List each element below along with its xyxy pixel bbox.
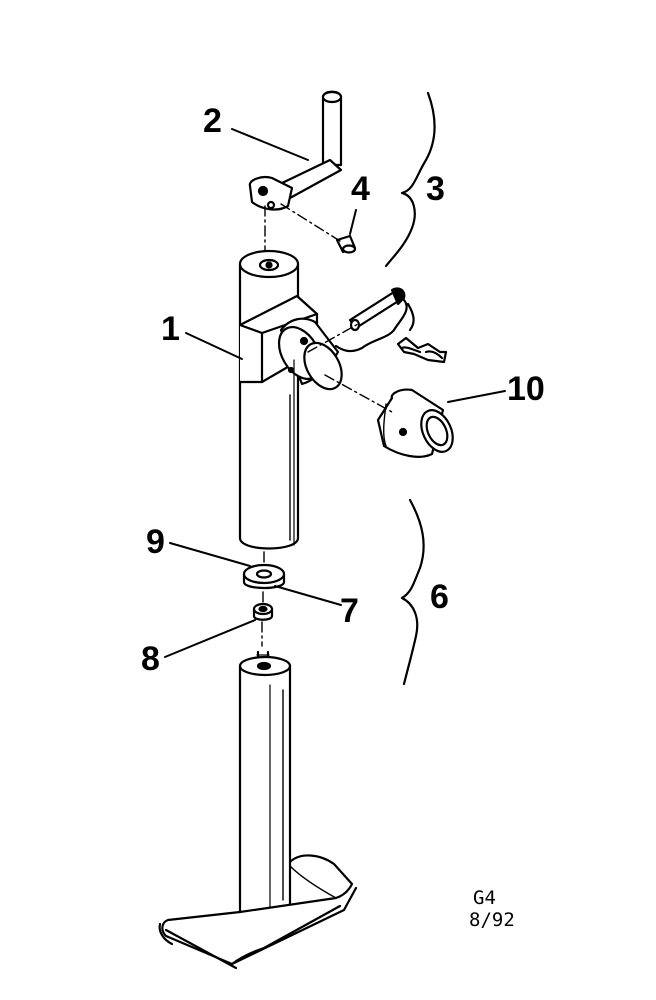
jack-upper-tube-part bbox=[238, 249, 343, 550]
callout-3: 3 bbox=[426, 170, 445, 208]
callout-1: 1 bbox=[161, 310, 180, 348]
nut-part bbox=[252, 602, 274, 621]
drawing-date-label: 8/92 bbox=[469, 909, 515, 931]
callout-4: 4 bbox=[351, 170, 370, 208]
callout-10: 10 bbox=[507, 370, 545, 408]
foot-plate-part bbox=[158, 854, 358, 970]
leader-lines bbox=[164, 128, 506, 658]
collar-sleeve-part bbox=[376, 388, 454, 458]
bracket-3 bbox=[384, 91, 436, 268]
drawing-code-label: G4 bbox=[473, 887, 496, 909]
pin-part bbox=[335, 234, 357, 254]
jack-lower-tube-part bbox=[238, 650, 292, 930]
latch-pin-assembly bbox=[334, 287, 448, 364]
callout-2: 2 bbox=[203, 102, 222, 140]
bracket-6 bbox=[400, 498, 425, 686]
callout-6: 6 bbox=[430, 578, 449, 616]
washer-part bbox=[242, 563, 286, 590]
callout-9: 9 bbox=[146, 523, 165, 561]
alignment-lines bbox=[261, 203, 393, 647]
crank-handle-part bbox=[248, 90, 343, 211]
callout-7: 7 bbox=[340, 592, 359, 630]
callout-8: 8 bbox=[141, 640, 160, 678]
